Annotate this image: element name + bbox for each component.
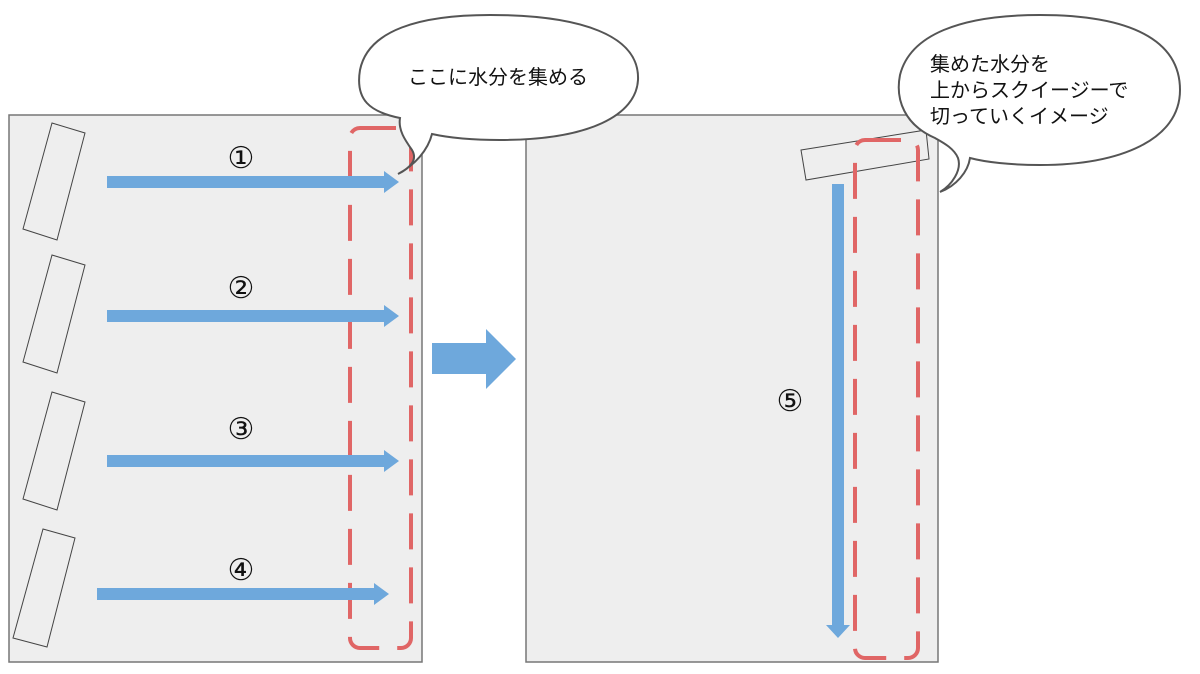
arrow-shaft xyxy=(832,184,844,627)
speech-bubble-right: 集めた水分を 上からスクイージーで 切っていくイメージ xyxy=(897,13,1182,193)
stroke-arrow-1 xyxy=(107,171,399,193)
step-label-5: ⑤ xyxy=(777,384,804,419)
collection-area xyxy=(348,126,413,650)
stroke-arrow-2 xyxy=(107,305,399,327)
right-window: ⑤ xyxy=(525,114,939,663)
arrow-shaft xyxy=(107,310,387,322)
bubble-shape xyxy=(897,13,1182,193)
bubble-text: ここに水分を集める xyxy=(408,65,588,89)
next-step-arrow xyxy=(432,329,516,389)
arrow-head xyxy=(384,305,399,327)
step-label-1: ① xyxy=(228,141,255,176)
arrow-head xyxy=(374,583,389,605)
stroke-arrow-5 xyxy=(826,184,850,638)
arrow-head xyxy=(384,450,399,472)
bubble-text-line-2: 上からスクイージーで xyxy=(930,78,1128,102)
right-window-pane xyxy=(525,114,939,663)
left-window-pane xyxy=(8,114,423,663)
bubble-shape xyxy=(358,13,640,175)
step-label-4: ④ xyxy=(228,553,255,588)
squeegee-icon xyxy=(22,122,86,241)
collection-area xyxy=(853,138,920,660)
arrow-head xyxy=(384,171,399,193)
speech-bubble-left: ここに水分を集める xyxy=(358,13,640,175)
step-label-2: ② xyxy=(228,271,255,306)
step-label-3: ③ xyxy=(228,412,255,447)
arrow-shaft xyxy=(107,455,387,467)
squeegee-icon xyxy=(12,528,76,648)
bubble-text-line-3: 切っていくイメージ xyxy=(930,104,1109,128)
squeegee-icon xyxy=(22,254,86,374)
stroke-arrow-4 xyxy=(97,583,389,605)
arrow-shaft xyxy=(97,588,377,600)
bubble-text-line-1: 集めた水分を xyxy=(930,52,1050,76)
arrow-head xyxy=(826,625,850,638)
arrow-shaft xyxy=(107,176,387,188)
squeegee-icon xyxy=(800,129,930,181)
squeegee-icon xyxy=(22,391,86,511)
left-window: ① ② ③ ④ xyxy=(8,114,423,663)
stroke-arrow-3 xyxy=(107,450,399,472)
